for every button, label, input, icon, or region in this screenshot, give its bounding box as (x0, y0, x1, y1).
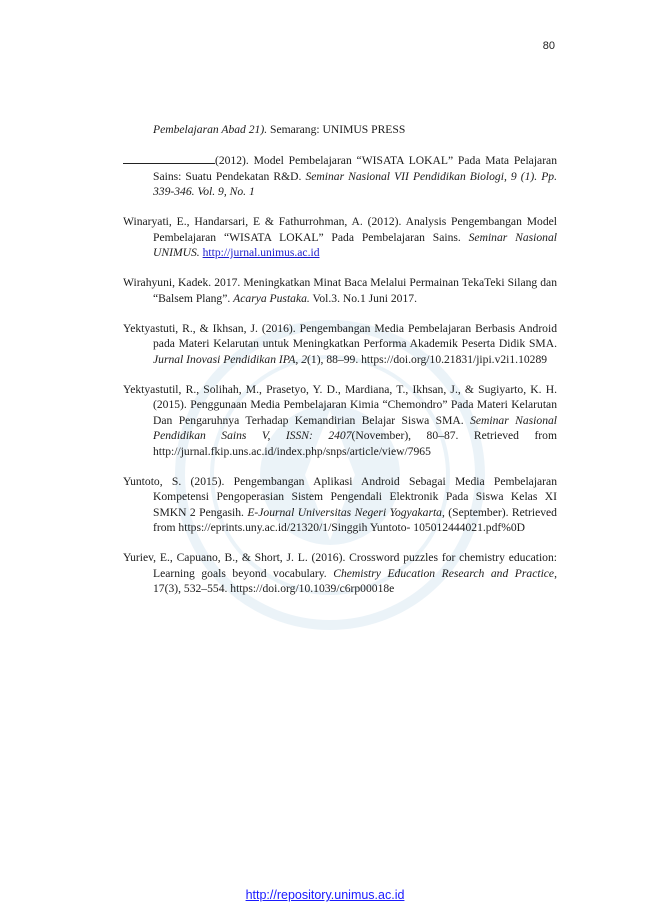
reference-title: Seminar Nasional Pendidikan Sains V, ISS… (153, 413, 558, 443)
reference-text: Yuriev, E., Capuano, B., & Short, J. L. … (123, 551, 557, 580)
reference-title: Acarya Pustaka. (233, 291, 310, 305)
reference-text: Winaryati, E., Handarsari, E & Fathurroh… (123, 215, 557, 244)
reference-entry: Yektyastuti, R., & Ikhsan, J. (2016). Pe… (123, 321, 557, 368)
reference-text: Wirahyuni, Kadek. 2017. Meningkatkan Min… (123, 276, 557, 305)
reference-text: Semarang: UNIMUS PRESS (267, 123, 406, 136)
reference-text: , 17(3), 532–554. https://doi.org/10.103… (153, 566, 557, 596)
reference-entry: Wirahyuni, Kadek. 2017. Meningkatkan Min… (123, 275, 557, 306)
reference-text: Yuntoto, S. (2015). Pengembangan Aplikas… (123, 474, 557, 519)
reference-title: E-Journal Universitas Negeri Yogyakarta, (247, 505, 445, 519)
reference-entry: Yuriev, E., Capuano, B., & Short, J. L. … (123, 550, 557, 597)
reference-entry: Pembelajaran Abad 21). Semarang: UNIMUS … (123, 122, 557, 138)
university-seal-watermark (175, 320, 485, 630)
reference-link[interactable]: http://jurnal.unimus.ac.id (202, 246, 320, 259)
reference-entry: Yektyastutil, R., Solihah, M., Prasetyo,… (123, 382, 557, 460)
reference-text: Yektyastutil, R., Solihah, M., Prasetyo,… (123, 382, 557, 427)
reference-title: Pembelajaran Abad 21). (153, 123, 268, 136)
reference-title: Jurnal Inovasi Pendidikan IPA, 2 (153, 352, 308, 366)
reference-title: Chemistry Education Research and Practic… (333, 566, 555, 580)
reference-entry: Yuntoto, S. (2015). Pengembangan Aplikas… (123, 474, 557, 536)
author-repeat-line (123, 152, 215, 164)
repository-link[interactable]: http://repository.unimus.ac.id (245, 888, 405, 902)
reference-list: Pembelajaran Abad 21). Semarang: UNIMUS … (123, 122, 557, 611)
reference-entry: (2012). Model Pembelajaran “WISATA LOKAL… (123, 152, 557, 200)
reference-entry: Winaryati, E., Handarsari, E & Fathurroh… (123, 214, 557, 261)
reference-title: Seminar Nasional UNIMUS. (153, 230, 557, 260)
reference-text: (1), 88–99. https://doi.org/10.21831/jip… (307, 352, 548, 366)
reference-text: Vol.3. No.1 Juni 2017. (309, 291, 417, 305)
footer: http://repository.unimus.ac.id (0, 888, 650, 902)
reference-text: (2012). Model Pembelajaran “WISATA LOKAL… (153, 154, 557, 183)
reference-text: Yektyastuti, R., & Ikhsan, J. (2016). Pe… (123, 321, 557, 351)
reference-text: (September). Retrieved from https://epri… (153, 505, 557, 535)
reference-text: (November), 80–87. Retrieved from http:/… (153, 429, 557, 458)
page-number: 80 (542, 40, 555, 52)
reference-title: Seminar Nasional VII Pendidikan Biologi,… (153, 169, 558, 199)
